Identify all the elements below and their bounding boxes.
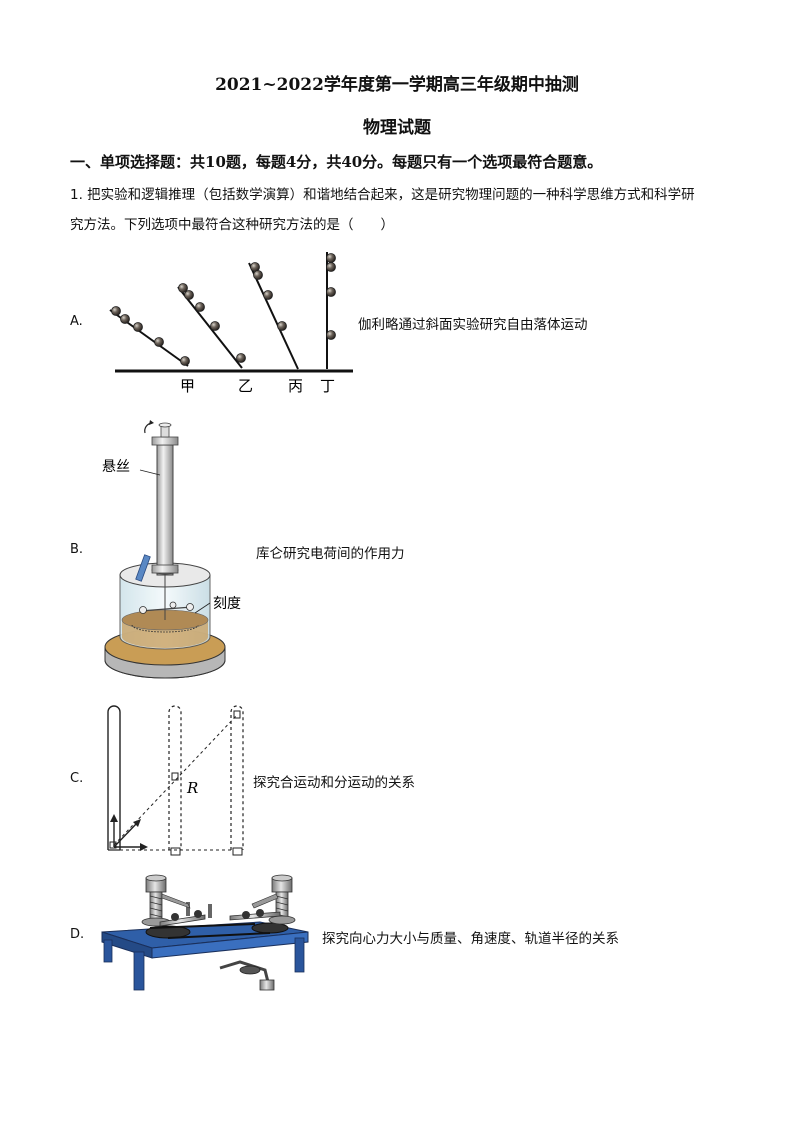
figure-label-suspension-wire: 悬丝: [102, 459, 130, 475]
option-b-figure: 悬丝 刻度: [102, 420, 241, 679]
figure-label-r: R: [186, 779, 198, 797]
question-text-line-2: 究方法。下列选项中最符合这种研究方法的是（ ）: [70, 217, 394, 233]
option-d-label: D.: [70, 927, 85, 942]
page-title: 2021~2022学年度第一学期高三年级期中抽测: [215, 75, 579, 95]
option-a-label: A.: [70, 314, 83, 329]
figure-label-ding: 丁: [320, 377, 335, 395]
option-c-label: C.: [70, 771, 84, 786]
section-heading: 一、单项选择题：共10题，每题4分，共40分。每题只有一个选项最符合题意。: [70, 153, 603, 171]
option-c-figure: R: [107, 705, 244, 856]
figure-label-yi: 乙: [238, 377, 253, 395]
option-a-caption: 伽利略通过斜面实验研究自由落体运动: [358, 317, 588, 333]
option-b-caption: 库仑研究电荷间的作用力: [256, 546, 405, 562]
page-subtitle: 物理试题: [363, 118, 431, 138]
option-b-label: B.: [70, 542, 84, 557]
option-d-caption: 探究向心力大小与质量、角速度、轨道半径的关系: [322, 931, 619, 947]
figure-label-jia: 甲: [180, 377, 195, 395]
option-c-caption: 探究合运动和分运动的关系: [253, 775, 415, 791]
figure-label-scale: 刻度: [213, 596, 241, 612]
option-a-figure: 甲 乙 丙 丁: [109, 252, 353, 395]
question-text-line-1: 1. 把实验和逻辑推理（包括数学演算）和谐地结合起来，这是研究物理问题的一种科学…: [70, 187, 695, 203]
option-d-figure: [101, 874, 309, 991]
figure-label-bing: 丙: [288, 377, 303, 395]
